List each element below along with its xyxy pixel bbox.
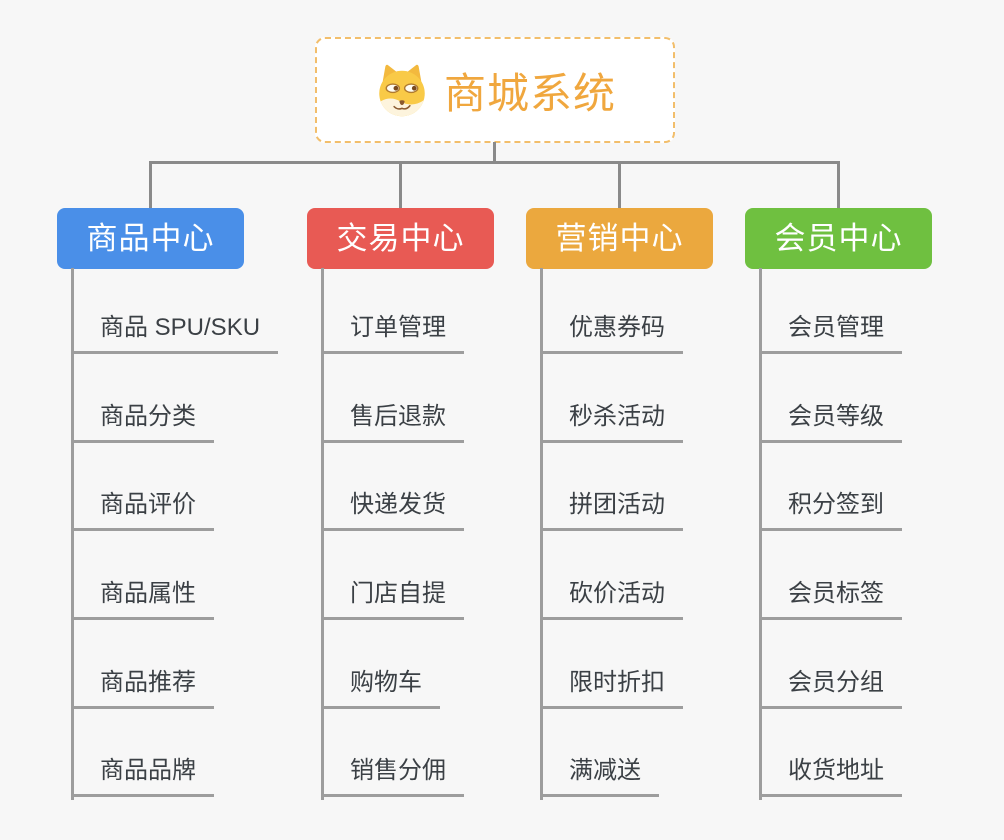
column-line xyxy=(71,268,74,800)
branch-label: 会员中心 xyxy=(774,221,903,256)
branch-column-trade-center: 订单管理 售后退款 快递发货 门店自提 购物车 销售分佣 xyxy=(321,268,566,802)
leaf-node[interactable]: 快递发货 xyxy=(321,489,464,531)
leaf-node[interactable]: 商品品牌 xyxy=(71,755,214,797)
branch-column-member-center: 会员管理 会员等级 积分签到 会员标签 会员分组 收货地址 xyxy=(759,268,1004,802)
leaf-node[interactable]: 商品推荐 xyxy=(71,667,214,709)
column-line xyxy=(540,268,543,800)
leaf-node[interactable]: 订单管理 xyxy=(321,312,464,354)
branch-label: 交易中心 xyxy=(336,221,465,256)
branch-label: 商品中心 xyxy=(86,221,215,256)
leaf-node[interactable]: 售后退款 xyxy=(321,401,464,443)
connector-branch2-stub xyxy=(399,161,402,208)
leaf-node[interactable]: 优惠券码 xyxy=(540,312,683,354)
leaf-node[interactable]: 拼团活动 xyxy=(540,489,683,531)
connector-trunk xyxy=(149,161,840,164)
branch-node-member-center[interactable]: 会员中心 xyxy=(745,208,932,269)
branch-column-marketing-center: 优惠券码 秒杀活动 拼团活动 砍价活动 限时折扣 满减送 xyxy=(540,268,785,802)
leaf-node[interactable]: 购物车 xyxy=(321,667,440,709)
leaf-node[interactable]: 会员标签 xyxy=(759,578,902,620)
root-node[interactable]: 商城系统 xyxy=(315,37,675,143)
connector-branch4-stub xyxy=(837,161,840,208)
leaf-node[interactable]: 销售分佣 xyxy=(321,755,464,797)
leaf-node[interactable]: 会员等级 xyxy=(759,401,902,443)
leaf-node[interactable]: 限时折扣 xyxy=(540,667,683,709)
leaf-node[interactable]: 收货地址 xyxy=(759,755,902,797)
branch-node-trade-center[interactable]: 交易中心 xyxy=(307,208,494,269)
branch-column-product-center: 商品 SPU/SKU 商品分类 商品评价 商品属性 商品推荐 商品品牌 xyxy=(71,268,316,802)
leaf-node[interactable]: 砍价活动 xyxy=(540,578,683,620)
column-line xyxy=(321,268,324,800)
dog-icon xyxy=(379,64,425,117)
branch-node-product-center[interactable]: 商品中心 xyxy=(57,208,244,269)
branch-node-marketing-center[interactable]: 营销中心 xyxy=(526,208,713,269)
leaf-node[interactable]: 秒杀活动 xyxy=(540,401,683,443)
leaf-node[interactable]: 会员管理 xyxy=(759,312,902,354)
leaf-node[interactable]: 满减送 xyxy=(540,755,659,797)
leaf-node[interactable]: 积分签到 xyxy=(759,489,902,531)
connector-branch1-stub xyxy=(149,161,152,208)
leaf-node[interactable]: 商品评价 xyxy=(71,489,214,531)
leaf-node[interactable]: 会员分组 xyxy=(759,667,902,709)
leaf-node[interactable]: 商品分类 xyxy=(71,401,214,443)
leaf-node[interactable]: 商品属性 xyxy=(71,578,214,620)
branch-label: 营销中心 xyxy=(555,221,684,256)
connector-branch3-stub xyxy=(618,161,621,208)
root-title: 商城系统 xyxy=(443,69,616,117)
column-line xyxy=(759,268,762,800)
connector-root-stub xyxy=(493,142,496,163)
leaf-node[interactable]: 商品 SPU/SKU xyxy=(71,312,279,354)
leaf-node[interactable]: 门店自提 xyxy=(321,578,464,620)
